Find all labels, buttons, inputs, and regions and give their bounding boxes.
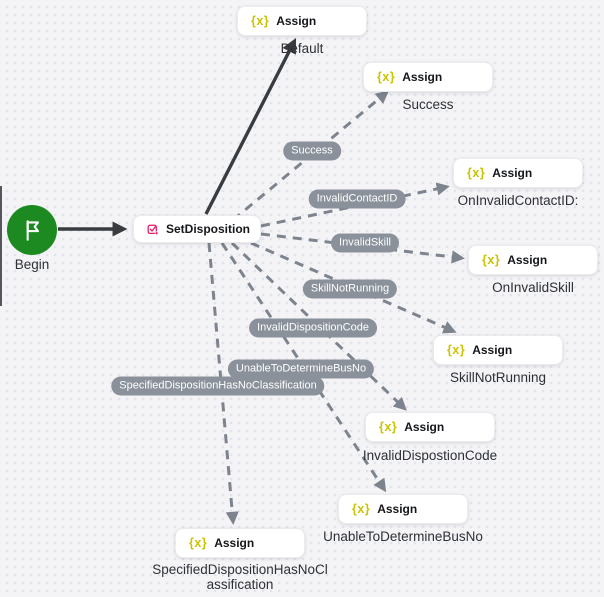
variable-braces-icon: {x} <box>189 536 208 550</box>
connector-label-skillnotrunning[interactable]: SkillNotRunning <box>302 279 398 299</box>
node-label: Assign <box>507 253 548 267</box>
node-label: Assign <box>492 166 533 180</box>
variable-braces-icon: {x} <box>447 343 466 357</box>
node-label: Assign <box>472 343 513 357</box>
canvas-left-border <box>0 186 2 306</box>
node-label: Assign <box>402 70 443 84</box>
connector-default[interactable] <box>204 38 297 215</box>
connector-specifieddisposition[interactable] <box>207 242 239 525</box>
flag-icon <box>26 220 39 241</box>
node-label: Assign <box>276 14 317 28</box>
assign-node-skillnotrunning[interactable]: {x} Assign <box>433 335 563 365</box>
assign-node-oninvalidskill[interactable]: {x} Assign <box>468 245 598 275</box>
node-caption-default: Default <box>280 41 324 56</box>
node-caption-unabletodeterminebusno: UnableToDetermineBusNo <box>323 529 483 544</box>
variable-braces-icon: {x} <box>467 166 486 180</box>
node-caption-oninvalidcontactid: OnInvalidContactID: <box>457 193 579 208</box>
connector-label-invalidcontactid[interactable]: InvalidContactID <box>308 189 406 209</box>
variable-braces-icon: {x} <box>352 502 371 516</box>
node-label: Assign <box>404 420 445 434</box>
connector-label-specifieddisposition[interactable]: SpecifiedDispositionHasNoClassification <box>111 376 325 396</box>
node-caption-invaliddispostioncode: InvalidDispostionCode <box>362 448 498 463</box>
node-caption-success: Success <box>402 97 454 112</box>
variable-braces-icon: {x} <box>379 420 398 434</box>
node-caption-oninvalidskill: OnInvalidSkill <box>492 280 574 295</box>
node-caption-skillnotrunning: SkillNotRunning <box>449 370 547 385</box>
node-label: Assign <box>377 502 418 516</box>
variable-braces-icon: {x} <box>251 14 270 28</box>
node-label: SetDisposition <box>165 222 250 236</box>
variable-braces-icon: {x} <box>377 70 396 84</box>
assign-node-invaliddispostioncode[interactable]: {x} Assign <box>365 412 495 442</box>
connector-label-success[interactable]: Success <box>283 141 341 161</box>
connector-skillnotrunning[interactable] <box>250 241 457 334</box>
node-label: Assign <box>214 536 255 550</box>
assign-node-success[interactable]: {x} Assign <box>363 62 493 92</box>
variable-braces-icon: {x} <box>482 253 501 267</box>
assign-node-oninvalidcontactid[interactable]: {x} Assign <box>453 158 583 188</box>
assign-node-specifieddisposition[interactable]: {x} Assign <box>175 528 305 558</box>
assign-node-default[interactable]: {x} Assign <box>237 6 367 36</box>
connector-label-unabletodeterminebusno[interactable]: UnableToDetermineBusNo <box>227 359 375 379</box>
connector-label-invalidskill[interactable]: InvalidSkill <box>331 233 399 253</box>
begin-node[interactable] <box>7 205 57 255</box>
setdisposition-node[interactable]: SetDisposition <box>133 215 261 243</box>
checkbox-check-icon <box>147 224 159 235</box>
node-caption-specifieddisposition: SpecifiedDispositionHasNoClassification <box>152 562 328 593</box>
assign-node-unabletodeterminebusno[interactable]: {x} Assign <box>338 494 468 524</box>
connector-label-invaliddispositioncode[interactable]: InvalidDispositionCode <box>249 318 377 338</box>
begin-node-label: Begin <box>14 257 50 272</box>
